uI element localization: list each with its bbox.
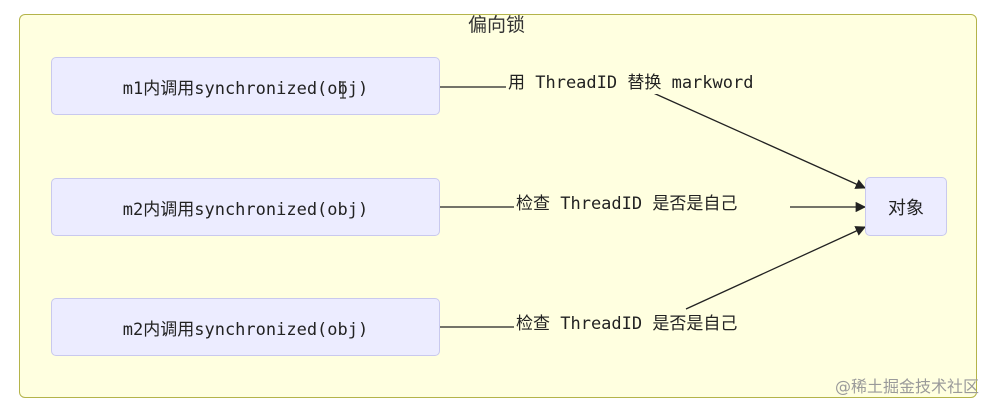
node-m1-method: m1内调用synchronized(obj) <box>51 57 440 115</box>
node-m2-method-first: m2内调用synchronized(obj) <box>51 178 440 236</box>
edge-m2b-to-target <box>440 227 865 328</box>
edge-label-check-thread-second: 检查 ThreadID 是否是自己 <box>514 313 740 335</box>
node-m2a-label: m2内调用synchronized(obj) <box>122 199 369 220</box>
node-m2-method-second: m2内调用synchronized(obj) <box>51 298 440 356</box>
watermark: @稀土掘金技术社区 <box>834 377 979 396</box>
subgraph-title: 偏向锁 <box>467 14 525 36</box>
text-cursor-icon <box>340 81 346 99</box>
node-m2b-label: m2内调用synchronized(obj) <box>122 319 369 340</box>
node-object-label: 对象 <box>888 197 924 219</box>
edge-label-replace-markword: 用 ThreadID 替换 markword <box>506 72 756 94</box>
node-object: 对象 <box>865 177 947 236</box>
edge-m1-to-target <box>440 86 865 188</box>
edge-label-check-thread-first: 检查 ThreadID 是否是自己 <box>514 193 740 215</box>
node-m1-label: m1内调用synchronized(obj) <box>122 78 369 99</box>
